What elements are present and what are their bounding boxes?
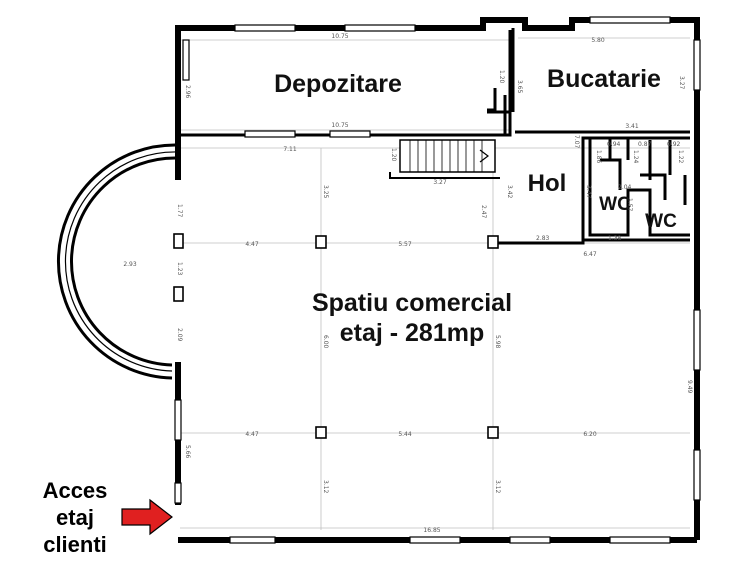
columns — [173, 233, 499, 439]
access-label-line3: clienti — [43, 532, 107, 557]
dim-label: 4.47 — [245, 431, 259, 438]
room-wc-2: WC — [645, 211, 677, 232]
dim-label: 0.92 — [667, 141, 681, 148]
room-spatiu-area: etaj - 281mp — [340, 319, 485, 347]
dim-label: 0.87 — [638, 141, 652, 148]
dim-label: 2.93 — [123, 261, 137, 268]
access-annotation: Acces etaj clienti — [43, 478, 173, 557]
dim-label: 9.49 — [686, 380, 693, 394]
dim-label: 3.12 — [322, 480, 329, 494]
dim-label: 5.98 — [494, 335, 501, 349]
dim-label: 16.85 — [423, 527, 440, 534]
dim-label: 2.83 — [536, 235, 550, 242]
dim-label: 5.80 — [591, 37, 605, 44]
dim-label: 3.41 — [625, 123, 639, 130]
dim-label: 2.47 — [480, 205, 487, 219]
access-arrow-icon — [121, 498, 173, 536]
dim-label: 10.75 — [331, 33, 348, 40]
dim-label: 7.11 — [283, 146, 297, 153]
dim-label: 10.75 — [331, 122, 348, 129]
dim-label: 3.27 — [678, 76, 685, 90]
dim-label: 4.47 — [245, 241, 259, 248]
grid-lines — [180, 37, 690, 530]
bay-window-arc — [56, 143, 179, 380]
dim-label: 3.12 — [494, 480, 501, 494]
windows — [174, 16, 701, 544]
dim-label: 6.00 — [322, 335, 329, 349]
dimension-labels: 10.75 10.75 2.96 1.20 5.80 3.27 3.65 3.4… — [123, 33, 693, 534]
room-depozitare: Depozitare — [274, 70, 402, 98]
dim-label: 1.24 — [632, 150, 639, 164]
dim-label: 3.47 — [585, 185, 592, 199]
dim-label: 1.38 — [608, 235, 622, 242]
dim-label: 5.44 — [398, 431, 412, 438]
dim-label: 1.86 — [595, 150, 602, 164]
exterior-walls — [175, 17, 700, 543]
dim-label: 3.42 — [506, 185, 513, 199]
dim-label: 1.77 — [176, 204, 183, 218]
dim-label: 1.23 — [176, 262, 183, 276]
room-hol: Hol — [528, 170, 567, 197]
dim-label: 5.66 — [184, 445, 191, 459]
room-spatiu-comercial: Spatiu comercial — [312, 289, 512, 317]
dim-label: 1.20 — [390, 148, 397, 162]
room-wc-1: WC — [599, 194, 631, 215]
access-label-line2: etaj — [56, 505, 94, 530]
dim-label: 2.09 — [176, 328, 183, 342]
access-label-line1: Acces — [43, 478, 108, 503]
dim-label: 7.07 — [573, 135, 580, 149]
staircase — [389, 139, 500, 179]
dim-label: 6.47 — [583, 251, 597, 258]
room-bucatarie: Bucatarie — [547, 65, 661, 93]
dim-label: 3.25 — [322, 185, 329, 199]
dim-label: 5.57 — [398, 241, 412, 248]
dim-label: 6.20 — [583, 431, 597, 438]
dim-label: 0.94 — [607, 141, 621, 148]
room-labels: Depozitare Bucatarie Hol WC WC Spatiu co… — [274, 65, 677, 347]
dim-label: 2.96 — [184, 85, 191, 99]
dim-label: 1.22 — [677, 150, 684, 164]
dim-label: 3.65 — [516, 80, 523, 94]
dim-label: 1.20 — [498, 70, 505, 84]
dim-label: 2.04 — [618, 184, 632, 191]
dim-label: 3.27 — [433, 179, 447, 186]
dim-label: 1.57 — [626, 198, 633, 212]
